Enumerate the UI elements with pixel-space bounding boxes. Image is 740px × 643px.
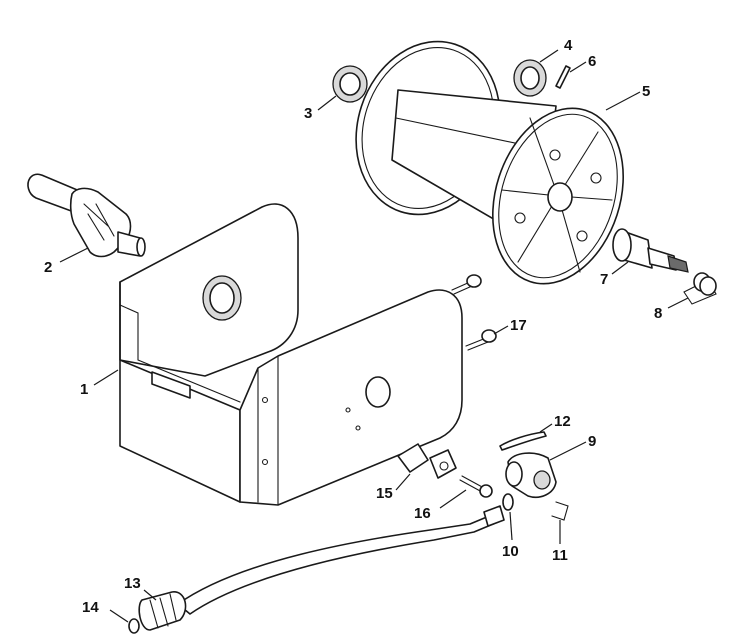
callout-2: 2 bbox=[44, 259, 52, 276]
part-hose-13 bbox=[138, 505, 505, 631]
callout-11: 11 bbox=[552, 547, 568, 564]
callout-6: 6 bbox=[588, 53, 596, 70]
part-reel-drum bbox=[355, 40, 624, 285]
part-uclip-11 bbox=[551, 501, 569, 521]
part-clip-15 bbox=[397, 443, 457, 479]
callout-4: 4 bbox=[564, 37, 573, 54]
part-oring-14 bbox=[128, 618, 140, 634]
callout-3: 3 bbox=[304, 105, 312, 122]
callout-13: 13 bbox=[124, 575, 141, 592]
callout-7: 7 bbox=[600, 271, 608, 288]
callout-17: 17 bbox=[510, 317, 527, 334]
callout-1: 1 bbox=[80, 381, 88, 398]
part-orings-8 bbox=[683, 272, 717, 305]
part-ring-4 bbox=[513, 59, 547, 97]
leader-lines bbox=[59, 49, 689, 623]
callout-16: 16 bbox=[414, 505, 431, 522]
part-screw-16 bbox=[459, 475, 493, 498]
part-swivel-7 bbox=[612, 228, 689, 273]
part-ring-3 bbox=[332, 65, 368, 103]
callout-labels: 1 2 3 4 5 6 7 8 9 10 11 12 13 14 15 16 1… bbox=[44, 37, 662, 616]
callout-5: 5 bbox=[642, 83, 650, 100]
part-pin-6 bbox=[555, 65, 571, 89]
callout-8: 8 bbox=[654, 305, 662, 322]
part-screw-upper bbox=[451, 274, 482, 295]
part-screw-17 bbox=[465, 329, 497, 351]
callout-14: 14 bbox=[82, 599, 99, 616]
part-elbow-fitting-9 bbox=[505, 452, 557, 498]
callout-9: 9 bbox=[588, 433, 596, 450]
callout-12: 12 bbox=[554, 413, 571, 430]
callout-10: 10 bbox=[502, 543, 519, 560]
part-oring-10 bbox=[502, 493, 514, 511]
part-pin-12 bbox=[499, 431, 547, 451]
callout-15: 15 bbox=[376, 485, 393, 502]
part-handle bbox=[27, 173, 146, 258]
